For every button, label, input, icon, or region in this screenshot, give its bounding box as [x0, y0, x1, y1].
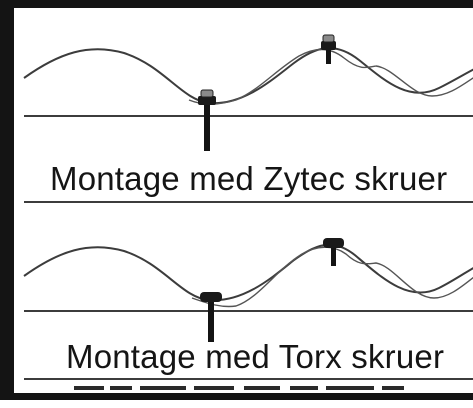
bottom-panel-caption: Montage med Torx skruer: [66, 338, 445, 375]
top-roof-sheet-wave: [23, 47, 473, 105]
bottom-screw-valley: [200, 292, 222, 342]
mounting-comparison-diagram: [23, 34, 473, 390]
bottom-roof-sheet-wave: [23, 243, 473, 302]
top-panel-illustration: [23, 34, 473, 203]
top-screw-crest: [321, 34, 336, 64]
top-roof-sheet-deformed: [188, 48, 473, 105]
bottom-panel-illustration: [23, 238, 473, 390]
top-screw-valley: [198, 89, 216, 151]
clipped-text-fragments: [74, 386, 404, 390]
top-panel-caption: Montage med Zytec skruer: [50, 160, 448, 197]
bottom-screw-crest: [323, 238, 344, 266]
bottom-roof-sheet-deformed: [191, 246, 473, 308]
